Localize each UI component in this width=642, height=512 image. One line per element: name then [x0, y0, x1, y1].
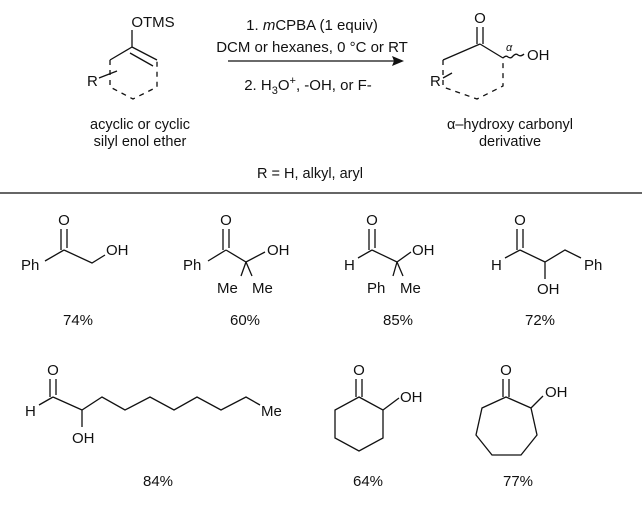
yield: 74%	[63, 312, 93, 329]
carbonyl-o-label: O	[474, 10, 486, 27]
ph-label: Ph	[584, 257, 602, 274]
example-4: O H Ph OH 72%	[491, 212, 602, 329]
step1-line2: DCM or hexanes, 0 °C or RT	[216, 39, 408, 56]
yield: 84%	[143, 473, 173, 490]
bonds	[38, 379, 261, 427]
o-label: O	[514, 212, 526, 229]
oh-label: OH	[400, 389, 423, 406]
bonds	[334, 379, 400, 452]
me-label: Me	[400, 280, 421, 297]
ph-label: Ph	[183, 257, 201, 274]
oh-label: OH	[545, 384, 568, 401]
product-bonds	[442, 27, 504, 61]
o-label: O	[58, 212, 70, 229]
example-5: O H OH Me 84%	[25, 362, 282, 490]
me-label: Me	[217, 280, 238, 297]
oh-label: OH	[412, 242, 435, 259]
r-label: R	[87, 73, 98, 90]
o-label: O	[47, 362, 59, 379]
oh-label: OH	[267, 242, 290, 259]
h-label: H	[344, 257, 355, 274]
product-structure: O α OH R	[430, 10, 550, 100]
yield: 85%	[383, 312, 413, 329]
bonds	[44, 229, 106, 264]
r-bond	[442, 72, 453, 79]
me-label: Me	[261, 403, 282, 420]
wavy-bond	[502, 53, 525, 59]
yield: 64%	[353, 473, 383, 490]
oh-label: OH	[106, 242, 129, 259]
ring-dashed	[109, 60, 158, 100]
alpha-label: α	[506, 42, 513, 54]
arrow-head-icon	[392, 56, 404, 66]
r-label: R	[430, 73, 441, 90]
product-label-line2: derivative	[479, 134, 541, 150]
o-label: O	[220, 212, 232, 229]
yield: 72%	[525, 312, 555, 329]
oh-label: OH	[537, 281, 560, 298]
conditions: 1. mCPBA (1 equiv) DCM or hexanes, 0 °C …	[216, 17, 408, 97]
example-6: O OH 64%	[334, 362, 423, 490]
h-label: H	[491, 257, 502, 274]
bonds	[357, 229, 412, 277]
yield: 60%	[230, 312, 260, 329]
yield: 77%	[503, 473, 533, 490]
otms-label: OTMS	[131, 14, 174, 31]
example-7: O OH 77%	[475, 362, 568, 490]
step2: 2. H3O+, -OH, or F-	[244, 75, 372, 97]
substrate-structure: OTMS R	[87, 14, 175, 100]
bonds	[207, 229, 266, 277]
product-label-line1: α–hydroxy carbonyl	[447, 117, 573, 133]
bonds	[504, 229, 582, 279]
r-bond	[98, 70, 118, 79]
substrate-label-line1: acyclic or cyclic	[90, 117, 190, 133]
o-label: O	[500, 362, 512, 379]
example-1: O Ph OH 74%	[21, 212, 129, 329]
oh-label: OH	[527, 47, 550, 64]
h-label: H	[25, 403, 36, 420]
r-definition: R = H, alkyl, aryl	[257, 166, 363, 182]
example-3: O H OH Ph Me 85%	[344, 212, 435, 329]
o-label: O	[366, 212, 378, 229]
bonds	[475, 379, 544, 456]
example-2: O Ph OH Me Me 60%	[183, 212, 290, 329]
o-label: O	[353, 362, 365, 379]
me-label: Me	[252, 280, 273, 297]
oh-label: OH	[72, 430, 95, 447]
ph-label: Ph	[21, 257, 39, 274]
substrate-label-line2: silyl enol ether	[94, 134, 187, 150]
ph-label: Ph	[367, 280, 385, 297]
ring-dashed	[442, 58, 504, 100]
enol-bonds	[109, 30, 158, 67]
step1-line1: 1. mCPBA (1 equiv)	[246, 17, 378, 34]
